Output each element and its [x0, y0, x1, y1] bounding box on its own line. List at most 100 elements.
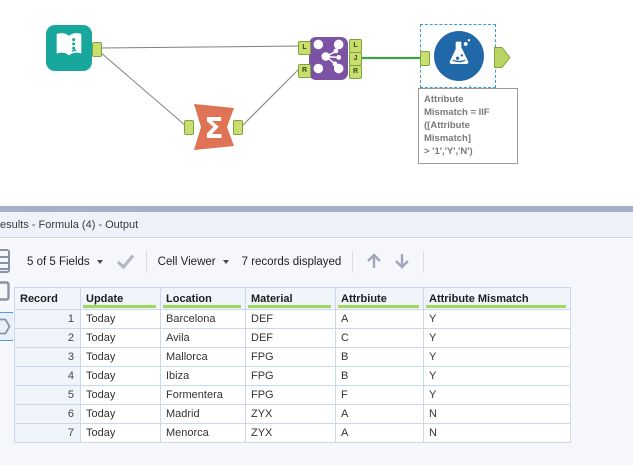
column-header[interactable]: Record: [14, 287, 81, 310]
table-cell[interactable]: Y: [423, 385, 571, 405]
record-number-cell[interactable]: 1: [14, 309, 81, 329]
table-cell[interactable]: DEF: [245, 328, 336, 348]
table-cell[interactable]: Today: [80, 347, 161, 367]
formula-annotation[interactable]: Attribute Mismatch = IIF ([Attribute Mis…: [418, 88, 518, 164]
chevron-down-icon: [96, 260, 103, 264]
record-number-cell[interactable]: 3: [14, 347, 81, 367]
join-input-anchor-L[interactable]: L: [298, 41, 311, 55]
record-number-cell[interactable]: 5: [14, 385, 81, 405]
join-output-anchor-R[interactable]: R: [349, 65, 362, 79]
panel-splitter[interactable]: [0, 206, 633, 212]
table-cell[interactable]: Today: [80, 309, 161, 329]
workflow-canvas[interactable]: Σ: [0, 0, 633, 206]
results-panel-title: esults - Formula (4) - Output: [0, 218, 139, 231]
table-cell[interactable]: N: [423, 423, 571, 443]
table-cell[interactable]: Mallorca: [160, 347, 246, 367]
record-number-cell[interactable]: 6: [14, 404, 81, 424]
table-cell[interactable]: B: [335, 366, 424, 386]
table-cell[interactable]: B: [335, 347, 424, 367]
column-header[interactable]: Attribute Mismatch: [423, 287, 571, 310]
table-cell[interactable]: FPG: [245, 347, 336, 367]
table-cell[interactable]: Today: [80, 404, 161, 424]
table-cell[interactable]: Today: [80, 423, 161, 443]
column-header[interactable]: Attrbiute: [335, 287, 424, 310]
cell-viewer-dropdown[interactable]: Cell Viewer: [158, 256, 229, 268]
profile-view-icon-selected[interactable]: [0, 312, 13, 341]
table-cell[interactable]: C: [335, 328, 424, 348]
records-displayed-label: 7 records displayed: [241, 256, 342, 268]
record-number-cell[interactable]: 4: [14, 366, 81, 386]
table-cell[interactable]: Today: [80, 328, 161, 348]
summarize-output-anchor[interactable]: [233, 120, 243, 135]
table-cell[interactable]: Barcelona: [160, 309, 246, 329]
join-output-anchor-J[interactable]: J: [349, 52, 362, 66]
table-cell[interactable]: ZYX: [245, 423, 336, 443]
table-cell[interactable]: Avila: [160, 328, 246, 348]
table-cell[interactable]: N: [423, 404, 571, 424]
record-number-cell[interactable]: 7: [14, 423, 81, 443]
table-cell[interactable]: Today: [80, 385, 161, 405]
arrow-up-icon[interactable]: [364, 252, 384, 273]
check-icon[interactable]: [116, 253, 135, 272]
results-panel-body: 5 of 5 Fields Cell Viewer 7 records disp…: [0, 239, 633, 465]
formula-output-anchor[interactable]: [494, 47, 511, 73]
summarize-tool[interactable]: Σ: [194, 104, 234, 155]
table-cell[interactable]: Y: [423, 366, 571, 386]
fields-dropdown[interactable]: 5 of 5 Fields: [27, 256, 103, 268]
table-cell[interactable]: A: [335, 309, 424, 329]
join-output-anchor-L[interactable]: L: [349, 39, 362, 53]
table-cell[interactable]: F: [335, 385, 424, 405]
record-number-cell[interactable]: 2: [14, 328, 81, 348]
table-cell[interactable]: A: [335, 423, 424, 443]
table-cell[interactable]: Menorca: [160, 423, 246, 443]
summarize-input-anchor[interactable]: [184, 120, 194, 135]
input-output-anchor[interactable]: [92, 42, 102, 57]
table-cell[interactable]: A: [335, 404, 424, 424]
toolbar-separator: [423, 251, 425, 273]
sigma-icon: Σ: [194, 104, 234, 150]
svg-text:Σ: Σ: [204, 112, 223, 145]
table-cell[interactable]: Y: [423, 347, 571, 367]
formula-tool[interactable]: [434, 31, 484, 81]
string-type-underline: [163, 305, 241, 308]
join-tool[interactable]: [309, 37, 348, 80]
open-book-icon: [52, 29, 86, 68]
results-panel-header: esults - Formula (4) - Output: [0, 212, 633, 238]
string-type-underline: [338, 305, 419, 308]
table-cell[interactable]: Ibiza: [160, 366, 246, 386]
table-cell[interactable]: ZYX: [245, 404, 336, 424]
column-header[interactable]: Material: [245, 287, 336, 310]
string-type-underline: [83, 305, 156, 308]
join-input-anchor-R[interactable]: R: [298, 64, 311, 78]
column-header[interactable]: Update: [80, 287, 161, 310]
connection-lines: [99, 45, 471, 127]
formula-input-anchor[interactable]: [420, 51, 430, 66]
input-data-tool[interactable]: [46, 25, 92, 71]
table-cell[interactable]: Y: [423, 309, 571, 329]
toolbar-separator: [352, 251, 354, 273]
table-cell[interactable]: FPG: [245, 385, 336, 405]
column-header[interactable]: Location: [160, 287, 246, 310]
table-view-icon[interactable]: [0, 249, 10, 278]
table-cell[interactable]: FPG: [245, 366, 336, 386]
table-cell[interactable]: Y: [423, 328, 571, 348]
results-view-icon-strip: [0, 239, 13, 465]
table-cell[interactable]: Formentera: [160, 385, 246, 405]
map-view-icon[interactable]: [0, 281, 10, 306]
table-cell[interactable]: Today: [80, 366, 161, 386]
arrow-down-icon[interactable]: [392, 252, 412, 273]
table-cell[interactable]: Madrid: [160, 404, 246, 424]
chevron-down-icon: [222, 260, 229, 264]
join-network-icon: [310, 36, 347, 82]
table-cell[interactable]: DEF: [245, 309, 336, 329]
string-type-underline: [426, 305, 566, 308]
